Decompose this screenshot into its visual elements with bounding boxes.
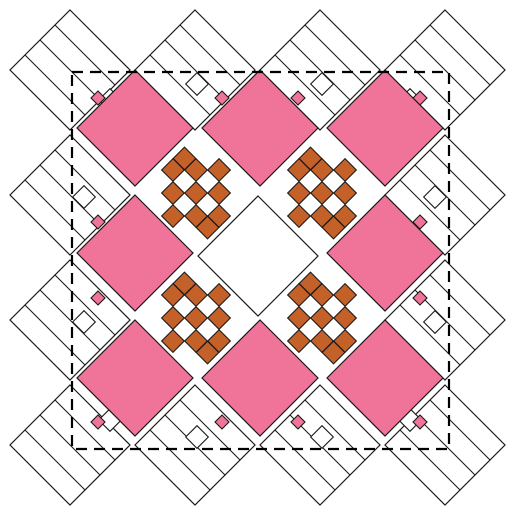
woven-tile xyxy=(185,307,208,330)
woven-tile xyxy=(311,307,334,330)
woven-tile xyxy=(162,182,185,205)
woven-tile xyxy=(162,205,185,228)
woven-tile xyxy=(208,159,231,182)
woven-tile xyxy=(288,330,311,353)
woven-tile xyxy=(334,284,357,307)
woven-tile xyxy=(334,182,357,205)
woven-tile xyxy=(288,205,311,228)
woven-tile xyxy=(208,182,231,205)
woven-tile xyxy=(185,182,208,205)
woven-tile xyxy=(208,284,231,307)
woven-tile xyxy=(334,159,357,182)
woven-tile xyxy=(208,307,231,330)
woven-tile xyxy=(162,307,185,330)
woven-tile xyxy=(334,307,357,330)
woven-tile xyxy=(288,307,311,330)
woven-tile xyxy=(311,182,334,205)
woven-tile xyxy=(162,330,185,353)
woven-tile xyxy=(288,182,311,205)
